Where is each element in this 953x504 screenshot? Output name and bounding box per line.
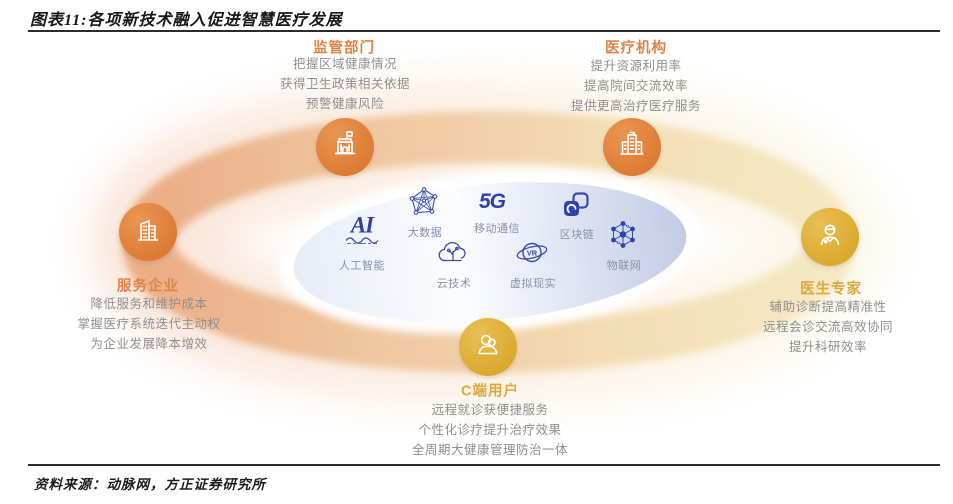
stakeholder-node-c-end-user <box>459 318 517 376</box>
stakeholder-desc-doctor-expert: 辅助诊断提高精准性 远程会诊交流高效协同 提升科研效率 <box>763 297 893 357</box>
desc-line: 为企业发展降本增效 <box>90 337 208 351</box>
stakeholder-desc-c-end-user: 远程就诊获便捷服务 个性化诊疗提升治疗效果 全周期大健康管理防治一体 <box>412 400 568 460</box>
desc-line: 提升资源利用率 <box>590 59 682 73</box>
tech-label-big-data: 大数据 <box>407 227 443 239</box>
ai-wave <box>345 237 379 244</box>
doctor-icon <box>814 219 846 256</box>
iot-icon <box>607 219 639 256</box>
desc-line: 把握区域健康情况 <box>292 57 398 71</box>
tech-label-ai: 人工智能 <box>339 260 385 272</box>
5g-icon: 5G <box>478 190 506 213</box>
hospital-building-icon <box>616 129 648 166</box>
desc-line: 远程就诊获便捷服务 <box>431 403 549 417</box>
desc-line: 预警健康风险 <box>305 97 385 111</box>
stakeholder-label-c-end-user: C端用户 <box>461 383 519 400</box>
government-building-icon <box>329 129 361 166</box>
tech-label-vr: 虚拟现实 <box>510 278 556 290</box>
stakeholder-node-regulator <box>316 118 374 176</box>
footer-divider <box>28 464 940 466</box>
tech-label-blockchain: 区块链 <box>559 229 595 241</box>
blockchain-icon <box>561 191 591 226</box>
desc-line: 掌握医疗系统迭代主动权 <box>77 317 221 331</box>
desc-line: 降低服务和维护成本 <box>90 297 208 311</box>
stakeholder-desc-medical-institution: 提升资源利用率 提高院间交流效率 提供更高治疗医疗服务 <box>571 56 701 116</box>
desc-line: 获得卫生政策相关依据 <box>279 77 411 91</box>
cloud-tech-icon <box>436 238 650 273</box>
desc-line: 提升科研效率 <box>788 340 868 354</box>
stakeholder-label-service-enterprise: 服务企业 <box>117 278 179 295</box>
desc-line: 个性化诊疗提升治疗效果 <box>418 423 562 437</box>
stakeholder-desc-service-enterprise: 降低服务和维护成本 掌握医疗系统迭代主动权 为企业发展降本增效 <box>77 294 220 354</box>
stakeholder-desc-regulator: 把握区域健康情况 获得卫生政策相关依据 预警健康风险 <box>280 54 410 114</box>
tech-label-iot: 物联网 <box>606 260 642 272</box>
stakeholder-node-doctor-expert <box>801 208 859 266</box>
tech-label-mobile-comm: 移动通信 <box>474 223 520 235</box>
svg-text:VR: VR <box>527 249 538 258</box>
desc-line: 远程会诊交流高效协同 <box>762 320 894 334</box>
desc-line: 提高院间交流效率 <box>583 79 689 93</box>
stakeholder-label-regulator: 监管部门 <box>313 40 375 57</box>
stakeholder-label-doctor-expert: 医生专家 <box>800 281 862 298</box>
stakeholder-label-medical-institution: 医疗机构 <box>605 40 667 57</box>
ai-glyph: AI <box>350 212 374 238</box>
big-data-network-icon <box>408 187 440 224</box>
title-divider <box>28 30 940 32</box>
source-note: 资料来源：动脉网，方正证券研究所 <box>34 477 266 492</box>
ai-icon: AI <box>345 214 379 245</box>
desc-line: 全周期大健康管理防治一体 <box>411 443 569 457</box>
page-title: 图表11:各项新技术融入促进智慧医疗发展 <box>30 12 343 29</box>
tech-label-cloud: 云技术 <box>436 278 472 290</box>
stakeholder-node-service-enterprise <box>119 203 177 261</box>
office-buildings-icon <box>132 214 164 251</box>
users-icon <box>472 329 504 366</box>
vr-icon: VR <box>514 237 550 274</box>
desc-line: 提供更高治疗医疗服务 <box>570 99 702 113</box>
stakeholder-node-medical-institution <box>603 118 661 176</box>
desc-line: 辅助诊断提高精准性 <box>769 300 887 314</box>
